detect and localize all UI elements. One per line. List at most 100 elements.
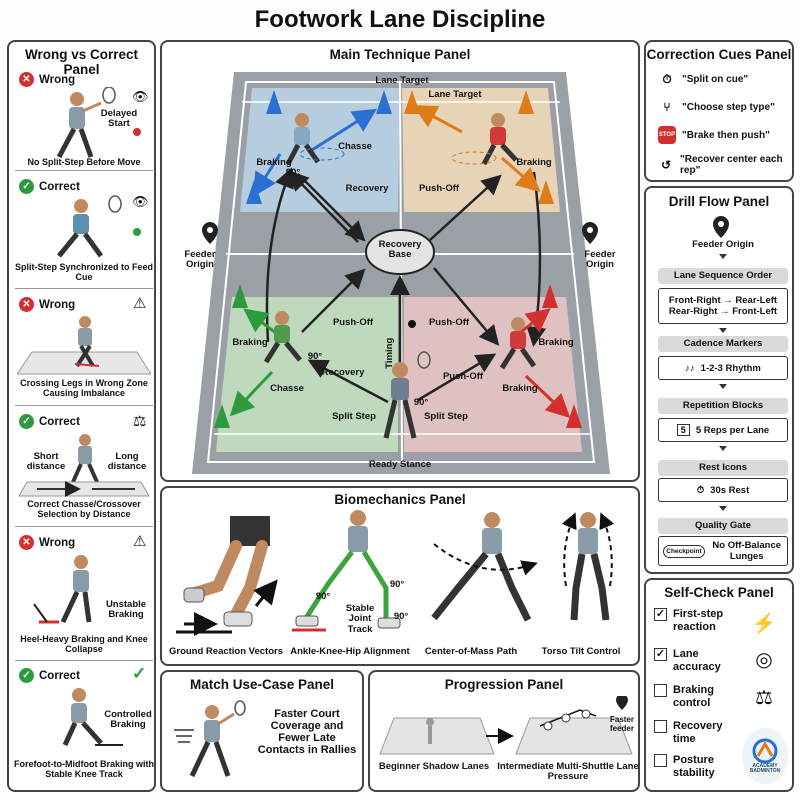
self-check-item[interactable]: Posture stability (654, 754, 737, 779)
recovery-base-label: Recovery Base (378, 239, 422, 261)
cue-item: ↺"Recover center each rep" (658, 154, 792, 176)
divider (15, 660, 153, 661)
panel-title: Biomechanics Panel (334, 492, 466, 507)
lane-target-top: Lane Target (375, 75, 429, 86)
stop-sign-icon: STOP (658, 126, 676, 144)
rotate-icon: ↺ (660, 158, 672, 172)
balance-scale-icon: ⚖ (133, 413, 147, 430)
checkbox[interactable] (654, 754, 667, 767)
checkbox[interactable] (654, 720, 667, 733)
status-correct: ✓Correct (19, 668, 80, 683)
match-use-case-text: Faster Court Coverage and Fewer Late Con… (257, 708, 357, 757)
lane-target-right: Lane Target (428, 89, 482, 100)
caption: Ground Reaction Vectors (168, 646, 284, 657)
checkbox[interactable]: ✓ (654, 608, 667, 621)
cue-item: ⏱"Split on cue" (658, 70, 748, 88)
reps-title: Repetition Blocks (658, 398, 788, 414)
status-wrong: ✕Wrong (19, 535, 75, 550)
label-pushoff: Push-Off (332, 317, 374, 328)
cadence-box: ♪♪1-2-3 Rhythm (658, 356, 788, 380)
checkbox[interactable]: ✓ (654, 648, 667, 661)
player-illustration (17, 316, 151, 375)
checkbox[interactable] (654, 684, 667, 697)
label-braking: Braking (232, 337, 268, 348)
feeder-origin-label: Feeder Origin (692, 239, 754, 250)
label-angle: 90° (307, 351, 323, 362)
check-icon: ✓ (19, 179, 34, 194)
arrow-down (719, 506, 727, 511)
rest-box: ⏱30s Rest (658, 478, 788, 502)
label-pushoff: Push-Off (418, 183, 460, 194)
check-icon: ✓ (19, 414, 34, 429)
self-check-item[interactable]: ✓Lane accuracy (654, 648, 721, 673)
page-title: Footwork Lane Discipline (254, 6, 546, 33)
caption: No Split-Step Before Move (27, 157, 141, 167)
stable-joint-track-label: Stable Joint Track (345, 603, 375, 635)
quality-title: Quality Gate (658, 518, 788, 534)
divider (15, 288, 153, 289)
status-correct: ✓Correct (19, 179, 80, 194)
calendar-icon: 5 (676, 424, 690, 436)
checkpoint-icon: Checkpoint (663, 544, 705, 558)
caption: Forefoot-to-Midfoot Braking with Stable … (14, 759, 154, 780)
player-illustration (62, 688, 123, 747)
cue-item: ⑂"Choose step type" (658, 98, 774, 116)
player-illustration (33, 555, 92, 624)
label-chasse: Chasse (270, 383, 304, 394)
panel-title: Drill Flow Panel (668, 194, 770, 209)
faster-feeder-label: Faster feeder (609, 715, 634, 733)
self-check-item[interactable]: Braking control (654, 684, 737, 709)
status-wrong: ✕Wrong (19, 297, 75, 312)
player-top-right (451, 113, 518, 166)
music-notes-icon: ♪♪ (685, 362, 695, 374)
divider (15, 405, 153, 406)
logo-shuttle-icon (752, 738, 778, 764)
divider (15, 170, 153, 171)
label-chasse: Chasse (338, 141, 372, 152)
warning-icon: ⚠ (133, 295, 147, 312)
caption: Split-Step Synchronized to Feed Cue (14, 262, 153, 283)
player-bottom-right (499, 317, 537, 370)
warning-icon: ⚠ (133, 533, 147, 550)
beginner-label: Beginner Shadow Lanes (378, 761, 490, 772)
angle-label: 90° (393, 611, 409, 622)
x-icon: ✕ (19, 297, 34, 312)
label-pushoff: Push-Off (442, 371, 484, 382)
progression-illustration (379, 696, 633, 755)
label-timing: Timing (383, 337, 395, 369)
intermediate-label: Intermediate Multi-Shuttle Lane Pressure (497, 761, 639, 783)
player-bottom-left (263, 311, 302, 364)
panel-title: Match Use-Case Panel (189, 677, 335, 692)
ready-stance-label: Ready Stance (368, 459, 432, 470)
panel-title: Progression Panel (444, 677, 564, 692)
panel-title: Correction Cues Panel (646, 47, 792, 62)
arrow-down (719, 446, 727, 451)
unstable-braking-label: Unstable Braking (105, 599, 147, 621)
cue-item: STOP"Brake then push" (658, 126, 770, 144)
player-illustration (174, 700, 246, 778)
status-wrong: ✕Wrong (19, 72, 75, 87)
lightning-icon: ⚡ (751, 612, 777, 635)
logo-text: ACADEMY BADMINTON (749, 763, 781, 774)
label-recovery: Recovery (321, 367, 365, 378)
player-center (383, 351, 431, 439)
label-angle: 90° (285, 167, 301, 178)
cadence-title: Cadence Markers (658, 336, 788, 352)
label-braking: Braking (502, 383, 538, 394)
self-check-item[interactable]: Recovery time (654, 720, 737, 745)
label-split-step: Split Step (424, 411, 468, 422)
player-top-left (285, 113, 345, 166)
eye-icon: 👁 (132, 194, 149, 209)
target-icon: ◎ (755, 648, 773, 671)
eye-icon: 👁 (132, 89, 149, 104)
player-illustration (56, 87, 141, 159)
match-use-case-panel: Match Use-Case Panel Faster Court Covera… (160, 670, 364, 792)
delayed-start-label: Delayed Start (100, 108, 138, 130)
check-icon: ✓ (19, 668, 34, 683)
location-pin-icon (713, 216, 729, 238)
label-split-step: Split Step (332, 411, 376, 422)
self-check-item[interactable]: ✓First-step reaction (654, 608, 724, 633)
stopwatch-icon: ⏱ (696, 484, 705, 496)
